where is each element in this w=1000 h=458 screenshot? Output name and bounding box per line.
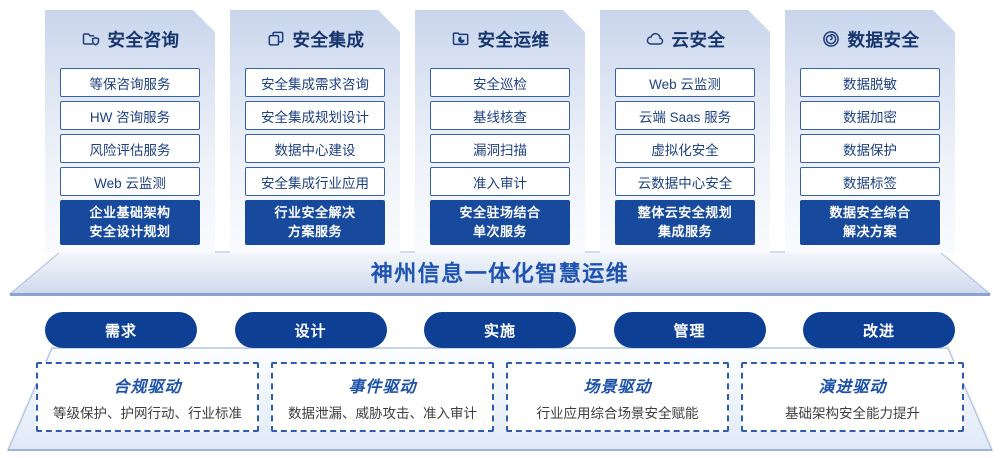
card-items: 安全集成需求咨询 安全集成规划设计 数据中心建设 安全集成行业应用 (230, 68, 400, 196)
driver-title: 场景驱动 (583, 378, 652, 396)
card-summary: 整体云安全规划 集成服务 (615, 200, 755, 245)
card-summary-line: 方案服务 (287, 223, 342, 239)
service-item: 虚拟化安全 (615, 134, 755, 163)
service-item: 数据脱敏 (800, 68, 940, 97)
card-security-integration: 安全集成 安全集成需求咨询 安全集成规划设计 数据中心建设 安全集成行业应用 行… (230, 10, 400, 253)
card-title: 安全集成 (292, 29, 365, 50)
service-item: HW 咨询服务 (60, 101, 200, 130)
card-summary-line: 行业安全解决 (274, 204, 356, 220)
pill-management: 管理 (613, 312, 766, 348)
card-title: 云安全 (671, 29, 726, 50)
card-summary-line: 单次服务 (472, 223, 527, 239)
service-item: 安全集成规划设计 (245, 101, 385, 130)
service-item: 漏洞扫描 (430, 134, 570, 163)
card-summary-line: 集成服务 (657, 223, 712, 239)
card-items: 等保咨询服务 HW 咨询服务 风险评估服务 Web 云监测 (45, 68, 215, 196)
service-item: 数据加密 (800, 101, 940, 130)
card-summary-line: 数据安全综合 (829, 204, 911, 220)
driver-desc: 行业应用综合场景安全赋能 (536, 405, 699, 421)
driver-evolution: 演进驱动 基础架构安全能力提升 (741, 362, 964, 432)
card-cloud-security: 云安全 Web 云监测 云端 Saas 服务 虚拟化安全 云数据中心安全 整体云… (600, 10, 770, 253)
card-title: 数据安全 (847, 29, 920, 50)
driver-desc: 等级保护、护网行动、行业标准 (53, 405, 242, 421)
driver-compliance: 合规驱动 等级保护、护网行动、行业标准 (36, 362, 259, 432)
driver-title: 事件驱动 (348, 378, 417, 396)
service-item: 数据中心建设 (245, 134, 385, 163)
service-item: 风险评估服务 (60, 134, 200, 163)
card-summary: 企业基础架构 安全设计规划 (60, 200, 200, 245)
card-summary: 行业安全解决 方案服务 (245, 200, 385, 245)
card-security-operations: 安全运维 安全巡检 基线核查 漏洞扫描 准入审计 安全驻场结合 单次服务 (415, 10, 585, 253)
card-header: 安全咨询 (45, 27, 215, 51)
card-summary: 数据安全综合 解决方案 (800, 200, 940, 245)
copy-docs-icon (268, 31, 283, 46)
service-item: 基线核查 (430, 101, 570, 130)
driver-boxes: 合规驱动 等级保护、护网行动、行业标准 事件驱动 数据泄漏、威胁攻击、准入审计 … (36, 362, 964, 432)
card-header: 安全运维 (415, 27, 585, 51)
card-summary-line: 企业基础架构 (89, 204, 171, 220)
card-summary-line: 解决方案 (842, 223, 897, 239)
card-title: 安全运维 (477, 29, 550, 50)
process-pills: 需求 设计 实施 管理 改进 (45, 312, 955, 348)
service-item: Web 云监测 (60, 167, 200, 196)
service-item: 安全集成行业应用 (245, 167, 385, 196)
card-header: 安全集成 (230, 27, 400, 51)
card-items: 安全巡检 基线核查 漏洞扫描 准入审计 (415, 68, 585, 196)
service-item: 云端 Saas 服务 (615, 101, 755, 130)
service-item: 安全集成需求咨询 (245, 68, 385, 97)
pill-requirement: 需求 (45, 312, 197, 348)
service-item: 安全巡检 (430, 68, 570, 97)
folder-shield-icon (82, 33, 99, 46)
driver-desc: 数据泄漏、威胁攻击、准入审计 (288, 405, 477, 421)
driver-scenario: 场景驱动 行业应用综合场景安全赋能 (506, 362, 729, 432)
card-data-security: 数据安全 数据脱敏 数据加密 数据保护 数据标签 数据安全综合 解决方案 (785, 10, 955, 253)
service-item: 准入审计 (430, 167, 570, 196)
fingerprint-icon (822, 31, 839, 47)
service-item: 数据保护 (800, 134, 940, 163)
pill-improvement: 改进 (803, 312, 955, 348)
service-item: 等保咨询服务 (60, 68, 200, 97)
service-item: 云数据中心安全 (615, 167, 755, 196)
card-summary-line: 安全设计规划 (89, 223, 171, 239)
driver-incident: 事件驱动 数据泄漏、威胁攻击、准入审计 (271, 362, 494, 432)
card-summary: 安全驻场结合 单次服务 (430, 200, 570, 245)
cloud-icon (646, 32, 663, 45)
card-title: 安全咨询 (107, 29, 180, 50)
card-security-consulting: 安全咨询 等保咨询服务 HW 咨询服务 风险评估服务 Web 云监测 企业基础架… (45, 10, 215, 253)
driver-title: 演进驱动 (818, 378, 887, 396)
pill-design: 设计 (234, 312, 387, 348)
card-items: 数据脱敏 数据加密 数据保护 数据标签 (785, 68, 955, 196)
folder-pie-icon (452, 32, 468, 46)
card-header: 数据安全 (785, 27, 955, 51)
card-summary-line: 安全驻场结合 (459, 204, 541, 220)
card-items: Web 云监测 云端 Saas 服务 虚拟化安全 云数据中心安全 (600, 68, 770, 196)
service-item: 数据标签 (800, 167, 940, 196)
card-header: 云安全 (600, 27, 770, 51)
service-item: Web 云监测 (615, 68, 755, 97)
pill-implementation: 实施 (424, 312, 576, 348)
card-summary-line: 整体云安全规划 (637, 204, 733, 220)
banner-title: 神州信息一体化智慧运维 (370, 261, 630, 286)
service-columns: 安全咨询 等保咨询服务 HW 咨询服务 风险评估服务 Web 云监测 企业基础架… (45, 10, 955, 253)
driver-title: 合规驱动 (113, 378, 182, 396)
driver-desc: 基础架构安全能力提升 (785, 405, 920, 421)
